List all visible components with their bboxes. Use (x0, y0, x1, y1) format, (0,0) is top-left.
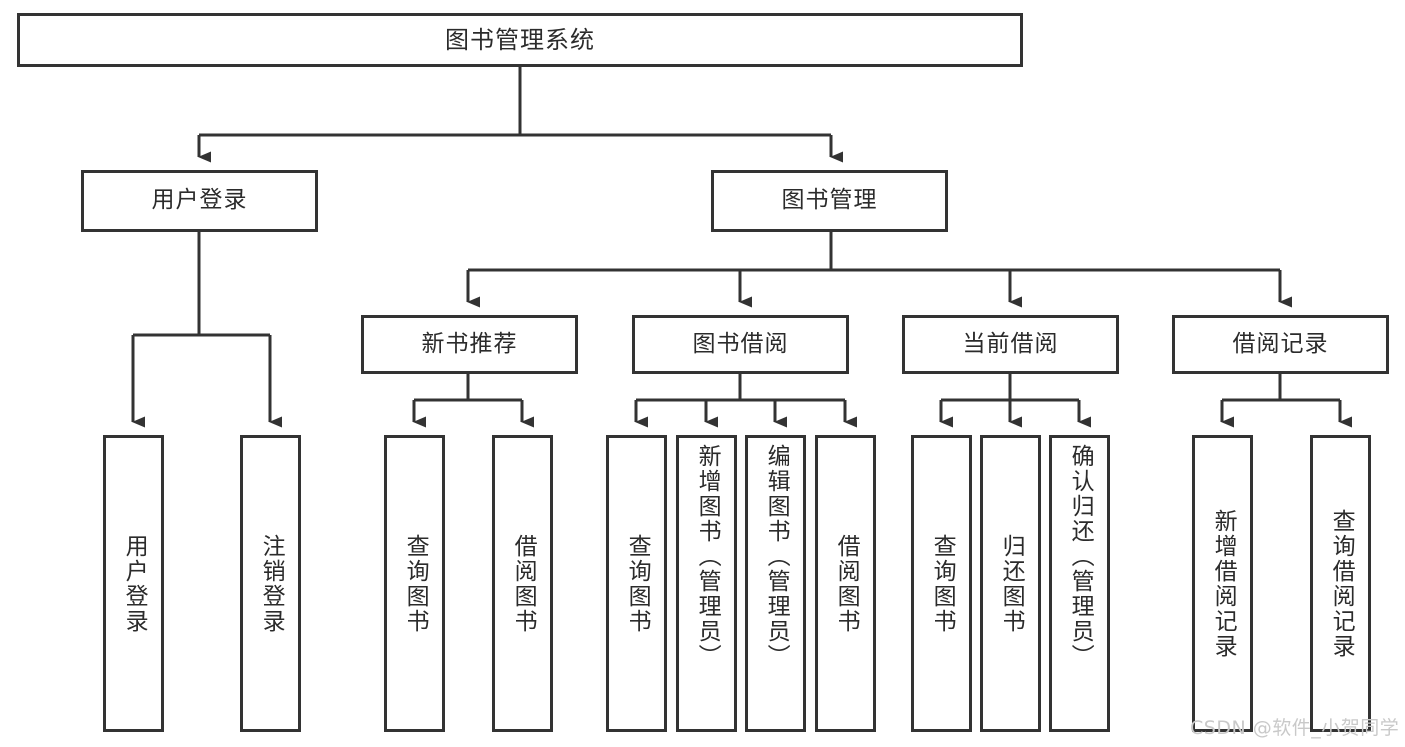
node-user-login[interactable]: 用户登录 (81, 170, 318, 232)
leaf-borrow-edit[interactable]: 编辑图书（管理员） (745, 435, 806, 732)
leaf-current-return-label: 归还图书 (998, 533, 1025, 634)
leaf-borrow-add[interactable]: 新增图书（管理员） (676, 435, 737, 732)
leaf-borrow-edit-label: 编辑图书（管理员） (763, 444, 790, 669)
leaf-current-confirm-label: 确认归还（管理员） (1067, 444, 1094, 669)
node-book-manage[interactable]: 图书管理 (711, 170, 948, 232)
leaf-current-confirm[interactable]: 确认归还（管理员） (1049, 435, 1110, 732)
leaf-current-query-label: 查询图书 (929, 533, 956, 634)
node-borrow-record-label: 借阅记录 (1232, 330, 1329, 357)
leaf-current-return[interactable]: 归还图书 (980, 435, 1041, 732)
leaf-borrow-borrow[interactable]: 借阅图书 (815, 435, 876, 732)
leaf-borrow-add-label: 新增图书（管理员） (694, 444, 721, 669)
leaf-new-book-query-label: 查询图书 (402, 533, 429, 634)
node-user-login-label: 用户登录 (151, 187, 248, 214)
leaf-record-query-label: 查询借阅记录 (1328, 508, 1355, 659)
node-book-borrow[interactable]: 图书借阅 (632, 315, 849, 374)
leaf-new-book-borrow-label: 借阅图书 (510, 533, 537, 634)
leaf-logout-label: 注销登录 (258, 533, 285, 634)
leaf-new-book-query[interactable]: 查询图书 (384, 435, 445, 732)
node-new-book-label: 新书推荐 (421, 330, 518, 357)
leaf-borrow-query-label: 查询图书 (624, 533, 651, 634)
node-root-label: 图书管理系统 (445, 25, 595, 54)
leaf-current-query[interactable]: 查询图书 (911, 435, 972, 732)
node-book-borrow-label: 图书借阅 (692, 330, 789, 357)
leaf-borrow-query[interactable]: 查询图书 (606, 435, 667, 732)
node-book-manage-label: 图书管理 (781, 187, 878, 214)
leaf-user-login-label: 用户登录 (121, 533, 148, 634)
node-new-book[interactable]: 新书推荐 (361, 315, 578, 374)
node-current-borrow-label: 当前借阅 (962, 330, 1059, 357)
leaf-borrow-borrow-label: 借阅图书 (833, 533, 860, 634)
leaf-record-query[interactable]: 查询借阅记录 (1310, 435, 1371, 732)
node-root[interactable]: 图书管理系统 (17, 13, 1023, 67)
node-borrow-record[interactable]: 借阅记录 (1172, 315, 1389, 374)
leaf-logout[interactable]: 注销登录 (240, 435, 301, 732)
leaf-user-login[interactable]: 用户登录 (103, 435, 164, 732)
leaf-record-add[interactable]: 新增借阅记录 (1192, 435, 1253, 732)
csdn-watermark: CSDN @软件_小贺同学 (1190, 717, 1400, 739)
leaf-new-book-borrow[interactable]: 借阅图书 (492, 435, 553, 732)
node-current-borrow[interactable]: 当前借阅 (902, 315, 1119, 374)
leaf-record-add-label: 新增借阅记录 (1210, 508, 1237, 659)
